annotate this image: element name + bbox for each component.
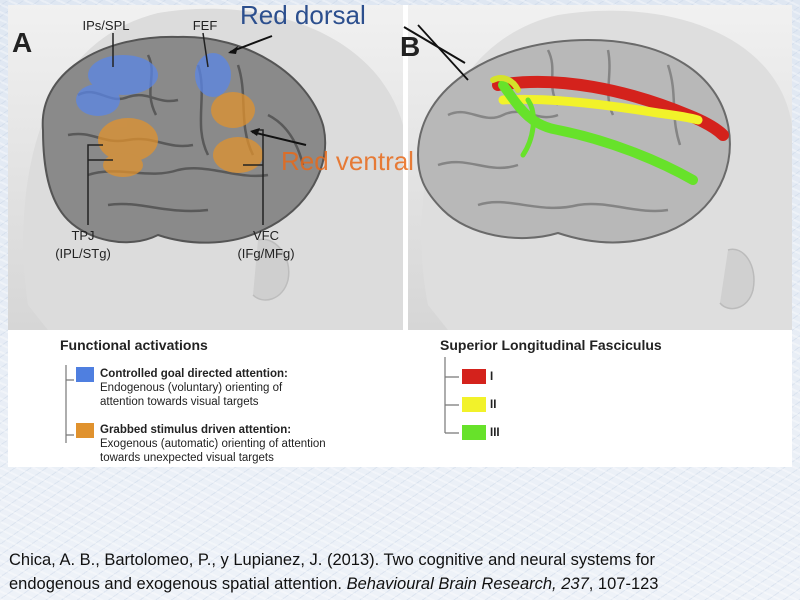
slf-tracts	[490, 75, 729, 185]
ear	[719, 248, 755, 310]
legend-slf-title: Superior Longitudinal Fasciculus	[440, 337, 662, 353]
legend-item-grabbed: Grabbed stimulus driven attention: Exoge…	[100, 423, 326, 465]
legend-label-slf-iii: III	[490, 427, 500, 439]
legend-label-slf-i: I	[490, 371, 494, 383]
panel-a: A IPs/SPL FEF TPJ (IPL/STg) VFC (IFg/MFg…	[8, 5, 403, 330]
tract-slf-i	[492, 75, 729, 141]
citation-line2-prefix: endogenous and exogenous spatial attenti…	[9, 575, 347, 593]
annotation-red-dorsal: Red dorsal	[240, 0, 366, 30]
legend-functional-title: Functional activations	[60, 337, 208, 353]
label-fef: FEF	[192, 18, 218, 33]
legend-item-controlled: Controlled goal directed attention: Endo…	[100, 367, 288, 409]
panel-b: B	[400, 5, 792, 330]
label-ips-spl: IPs/SPL	[82, 18, 130, 33]
citation-journal: Behavioural Brain Research, 237	[346, 575, 589, 593]
legend-item-desc: Endogenous (voluntary) orienting of	[100, 382, 283, 394]
panel-a-brain-illustration	[23, 8, 403, 330]
legend-label-slf-ii: II	[490, 399, 497, 411]
label-vfc: VFC	[253, 228, 279, 243]
panel-b-letter: B	[400, 31, 421, 62]
citation-pages: , 107-123	[588, 575, 659, 593]
panel-b-brain-illustration	[416, 10, 792, 330]
legend-item-desc: attention towards visual targets	[100, 396, 259, 408]
label-tpj: TPJ	[71, 228, 95, 243]
legend-item-desc: towards unexpected visual targets	[100, 452, 274, 464]
arrow-to-dorsal	[417, 24, 469, 81]
legend-functional-tree	[65, 365, 74, 443]
annotation-red-ventral: Red ventral	[281, 146, 414, 176]
tract-slf-iii	[498, 80, 698, 185]
legend-item-title: Grabbed stimulus driven attention:	[100, 424, 292, 436]
ear	[252, 238, 290, 301]
legend-swatch-slf-i	[462, 369, 486, 384]
panel-a-letter: A	[12, 27, 33, 58]
brain-lateral	[416, 38, 731, 244]
legend-swatch-slf-ii	[462, 397, 486, 412]
legend-swatch-slf-iii	[462, 425, 486, 440]
dorsal-activations	[76, 53, 231, 116]
legend-item-title: Controlled goal directed attention:	[100, 368, 288, 380]
label-tpj-sub: (IPL/STg)	[55, 246, 111, 261]
figure: A IPs/SPL FEF TPJ (IPL/STg) VFC (IFg/MFg…	[8, 5, 792, 467]
legend-slf-tree	[444, 357, 459, 434]
legend-swatch-controlled	[76, 367, 94, 382]
citation-line1: Chica, A. B., Bartolomeo, P., y Lupianez…	[9, 551, 655, 569]
legend-swatch-grabbed	[76, 423, 94, 438]
citation: Chica, A. B., Bartolomeo, P., y Lupianez…	[9, 548, 799, 596]
tract-slf-ii	[498, 94, 703, 125]
label-vfc-sub: (IFg/MFg)	[237, 246, 295, 261]
legend-item-desc: Exogenous (automatic) orienting of atten…	[100, 438, 326, 450]
ventral-activations	[98, 92, 263, 177]
